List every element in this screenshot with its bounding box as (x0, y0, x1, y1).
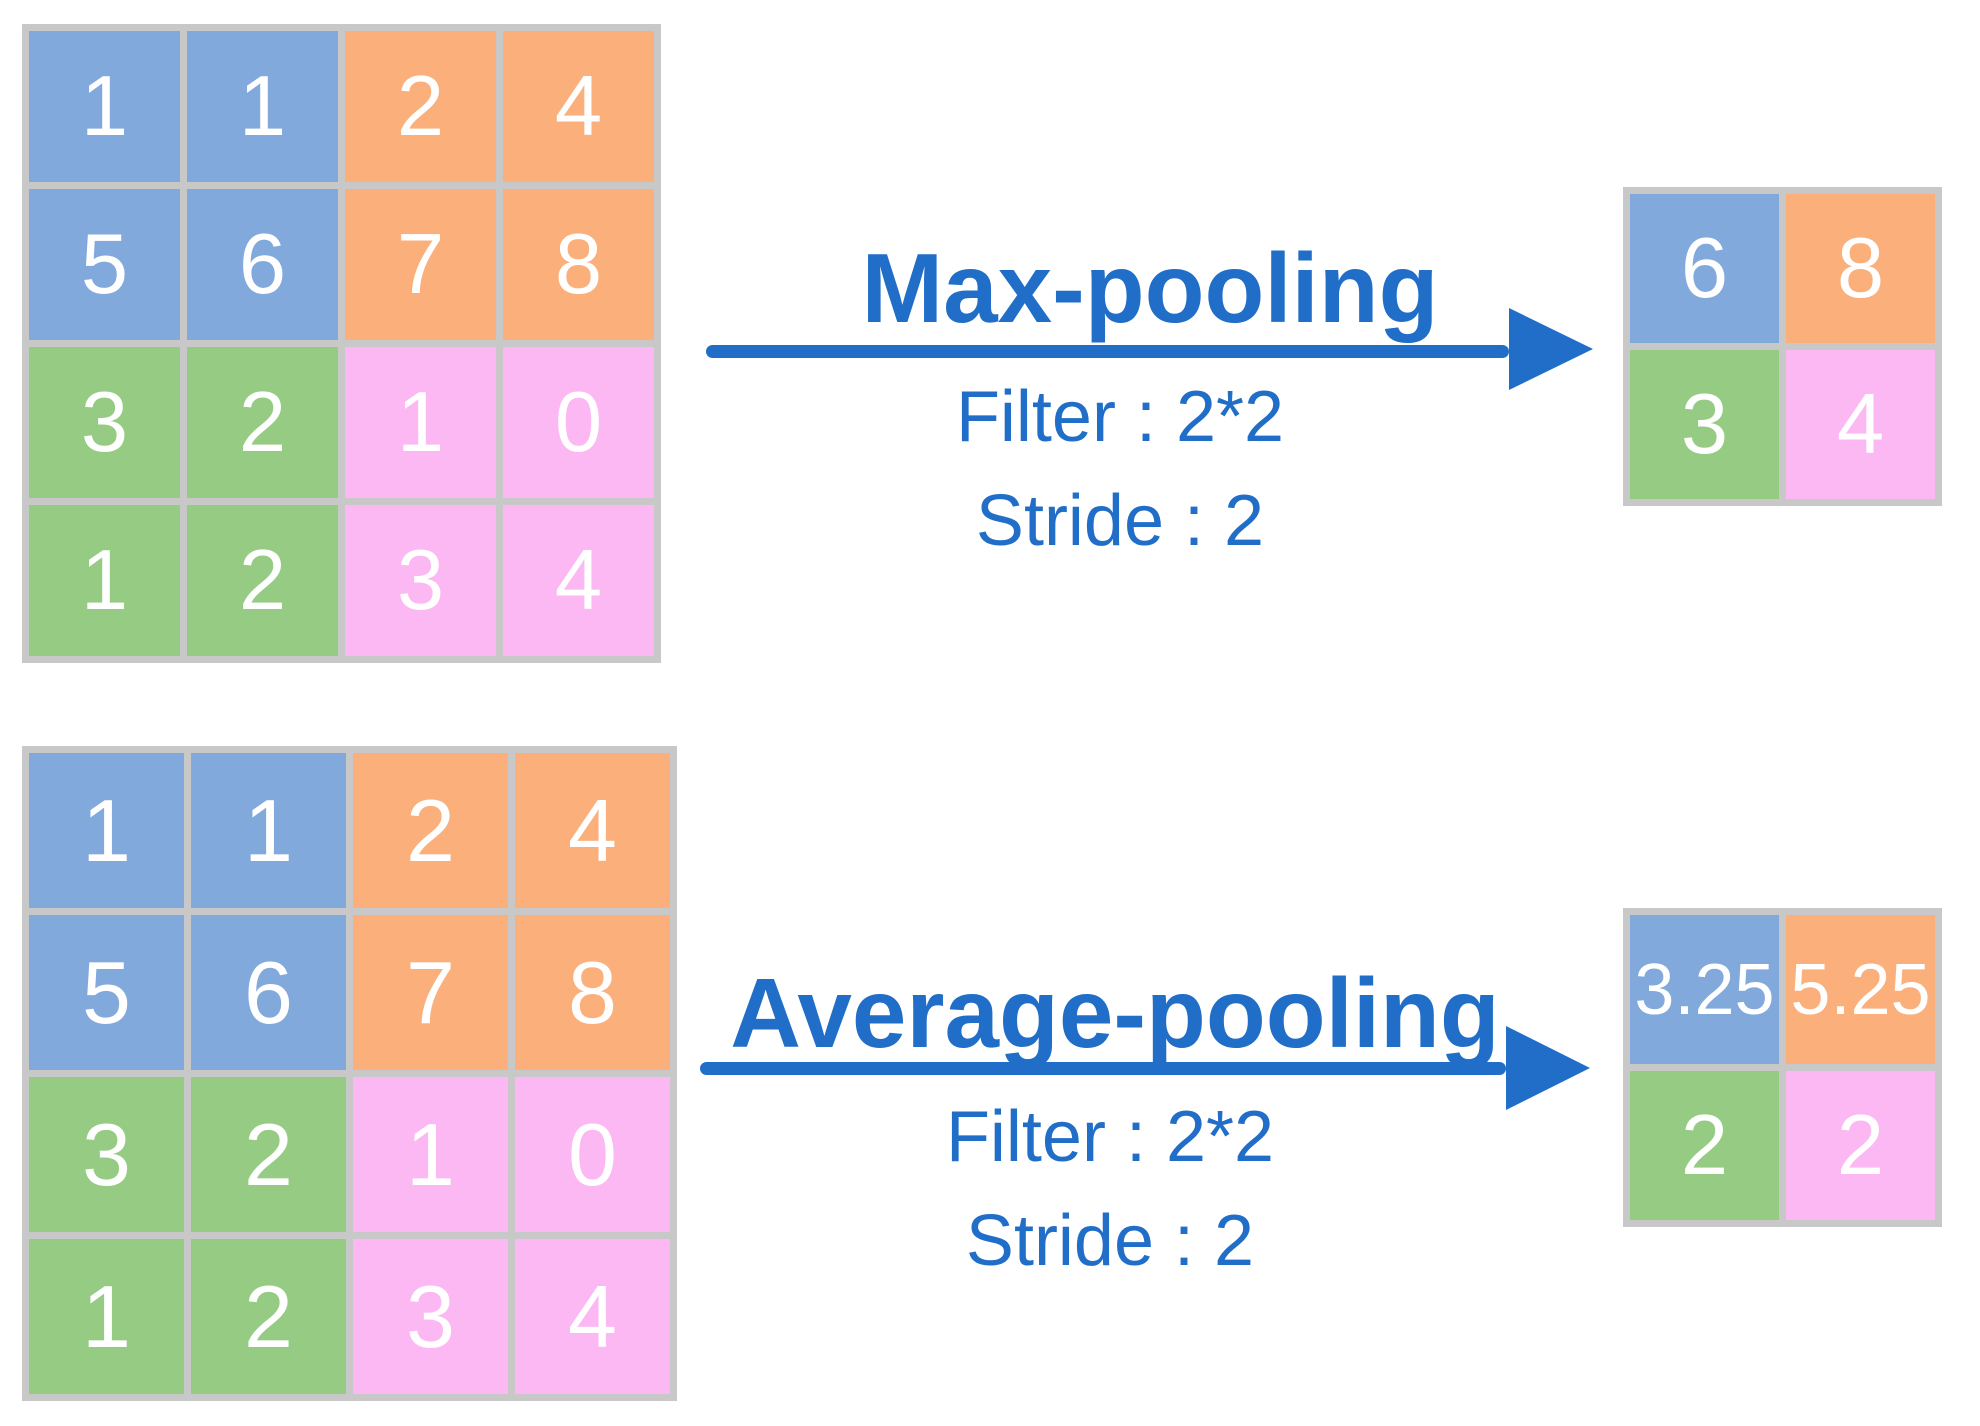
average-pooling-arrow-head-icon (1506, 1026, 1590, 1110)
grid-cell: 4 (1786, 350, 1935, 499)
grid-cell: 3 (29, 1077, 184, 1232)
grid-cell: 2 (1630, 1071, 1779, 1220)
grid-cell: 1 (29, 505, 180, 656)
grid-cell: 3 (345, 505, 496, 656)
grid-cell: 4 (515, 753, 670, 908)
grid-cell: 1 (29, 1239, 184, 1394)
grid-cell: 1 (191, 753, 346, 908)
grid-cell: 5 (29, 915, 184, 1070)
max-pooling-arrow-head-icon (1509, 308, 1593, 390)
grid-cell: 8 (503, 189, 654, 340)
grid-cell: 2 (187, 505, 338, 656)
grid-cell: 7 (345, 189, 496, 340)
grid-cell: 3 (353, 1239, 508, 1394)
grid-cell: 2 (187, 347, 338, 498)
grid-cell: 3.25 (1630, 915, 1779, 1064)
average-filter-label: Filter : 2*2 (945, 1097, 1275, 1177)
grid-cell: 3 (1630, 350, 1779, 499)
grid-cell: 5 (29, 189, 180, 340)
average-pooling-arrow-line (700, 1062, 1506, 1075)
grid-cell: 1 (187, 31, 338, 182)
grid-cell: 2 (1786, 1071, 1935, 1220)
grid-cell: 4 (515, 1239, 670, 1394)
grid-cell: 6 (1630, 194, 1779, 343)
grid-cell: 7 (353, 915, 508, 1070)
grid-cell: 6 (191, 915, 346, 1070)
grid-cell: 1 (345, 347, 496, 498)
grid-cell: 3 (29, 347, 180, 498)
grid-cell: 2 (191, 1077, 346, 1232)
grid-cell: 1 (353, 1077, 508, 1232)
grid-cell: 2 (345, 31, 496, 182)
grid-cell: 1 (29, 753, 184, 908)
grid-cell: 2 (353, 753, 508, 908)
grid-cell: 0 (515, 1077, 670, 1232)
grid-cell: 8 (1786, 194, 1935, 343)
average-pooling-title: Average-pooling (730, 958, 1500, 1068)
grid-cell: 8 (515, 915, 670, 1070)
grid-cell: 2 (191, 1239, 346, 1394)
grid-cell: 6 (187, 189, 338, 340)
grid-cell: 5.25 (1786, 915, 1935, 1064)
max-filter-label: Filter : 2*2 (955, 377, 1285, 457)
grid-cell: 4 (503, 31, 654, 182)
max-stride-label: Stride : 2 (975, 481, 1265, 561)
average-stride-label: Stride : 2 (965, 1201, 1255, 1281)
grid-cell: 1 (29, 31, 180, 182)
grid-cell: 0 (503, 347, 654, 498)
max-pooling-title: Max-pooling (861, 233, 1439, 343)
grid-cell: 4 (503, 505, 654, 656)
max-pooling-arrow-line (706, 345, 1509, 358)
